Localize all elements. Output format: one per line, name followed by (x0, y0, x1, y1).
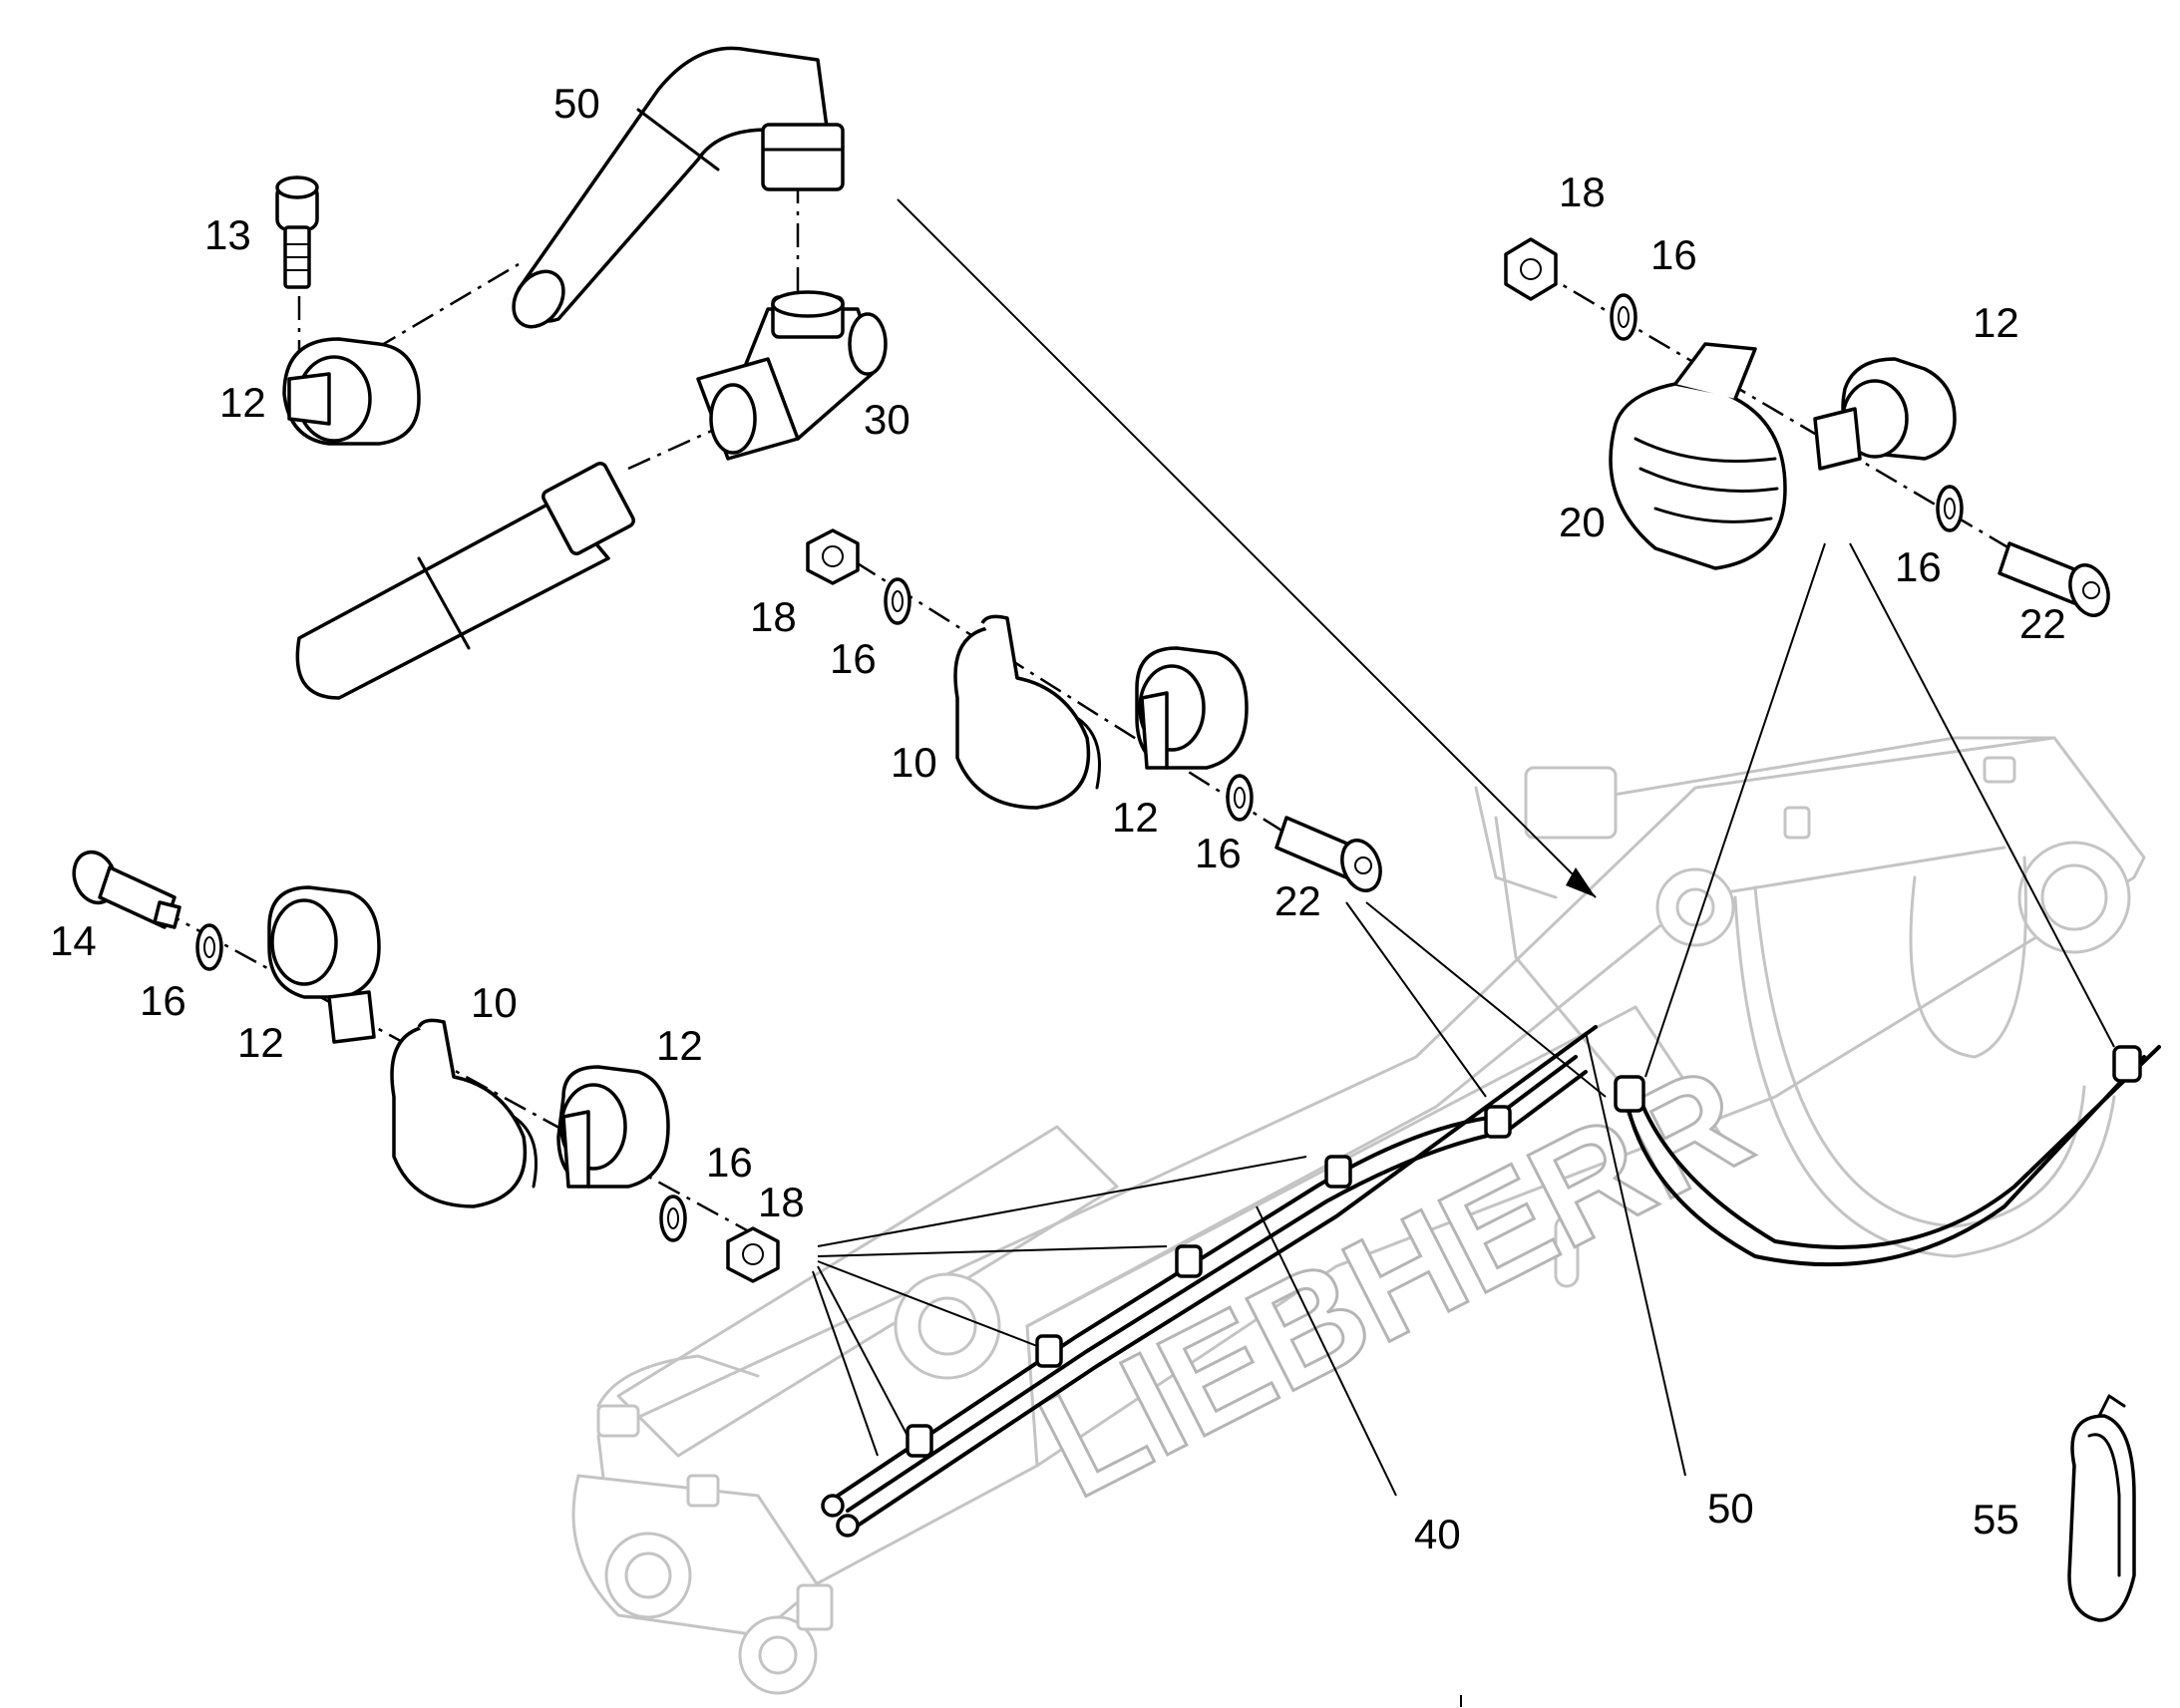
callout-22-mid: 22 (1274, 877, 1321, 924)
part-12-clamp-half-right (1813, 357, 1957, 471)
part-16-washer-right-top (1610, 293, 1637, 341)
callout-22-right: 22 (2019, 600, 2066, 647)
part-18-nut-left (726, 1226, 780, 1283)
hose-clamps (821, 1045, 2142, 1537)
part-14-screw-left (72, 850, 182, 929)
callout-16-right-top: 16 (1650, 231, 1697, 278)
part-10-clamp-left (390, 1018, 538, 1208)
callout-16-left: 16 (140, 977, 186, 1024)
part-12-clamp-half-left (267, 885, 381, 1044)
part-16-washer-mid-bottom (1226, 774, 1254, 822)
callout-12-mid: 12 (1112, 794, 1159, 841)
callout-12-left2: 12 (656, 1022, 703, 1069)
part-13-socket-screw (275, 175, 319, 289)
leader-lines (812, 198, 2115, 1497)
callout-14: 14 (50, 917, 97, 964)
callout-18-left: 18 (758, 1179, 805, 1225)
callout-12-right: 12 (1973, 299, 2019, 346)
callout-12-topleft: 12 (219, 379, 266, 426)
part-18-nut-mid (806, 528, 860, 585)
part-10-clamp-mid (953, 614, 1101, 810)
part-16-washer-mid (884, 577, 911, 625)
part-50-hose-elbow (512, 46, 845, 329)
callout-18-mid: 18 (750, 593, 797, 640)
part-30-tee-fitting (696, 290, 888, 461)
hose-bundle (821, 1025, 2161, 1537)
callout-13: 13 (204, 211, 251, 258)
part-12-clamp-half-topleft (282, 337, 421, 446)
callout-16-mid-bottom: 16 (1195, 830, 1242, 876)
callout-50-top: 50 (553, 80, 600, 127)
part-12-clamp-half-mid (1135, 646, 1249, 770)
callout-40: 40 (1414, 1511, 1461, 1557)
callout-30: 30 (864, 396, 910, 443)
callout-10-mid: 10 (891, 739, 937, 786)
callout-16-mid: 16 (830, 635, 877, 682)
part-22-screw-mid (1274, 816, 1382, 892)
hose-end-fitting-topleft (295, 462, 635, 700)
callout-labels: 50 13 12 30 18 16 12 20 16 22 18 16 10 1… (50, 80, 2066, 1557)
part-20-clamp-large (1609, 342, 1787, 570)
callout-16-right-bottom: 16 (1895, 543, 1942, 590)
part-22-screw-right (1998, 541, 2110, 617)
callout-50-bottom: 50 (1707, 1485, 1754, 1532)
callout-16-left-bottom: 16 (706, 1139, 753, 1186)
callout-20: 20 (1559, 499, 1606, 545)
callout-55: 55 (1973, 1496, 2019, 1542)
part-12-clamp-half-left2 (556, 1065, 670, 1189)
callout-18-right: 18 (1559, 169, 1606, 215)
callout-12-left: 12 (237, 1019, 284, 1066)
part-16-washer-left-bottom (659, 1195, 687, 1242)
part-16-washer-left (195, 923, 223, 971)
part-16-washer-right-bottom (1936, 485, 1964, 532)
part-55-cable-tie (2067, 1394, 2136, 1622)
callout-10-left: 10 (471, 979, 518, 1026)
part-18-nut-right (1504, 237, 1558, 301)
